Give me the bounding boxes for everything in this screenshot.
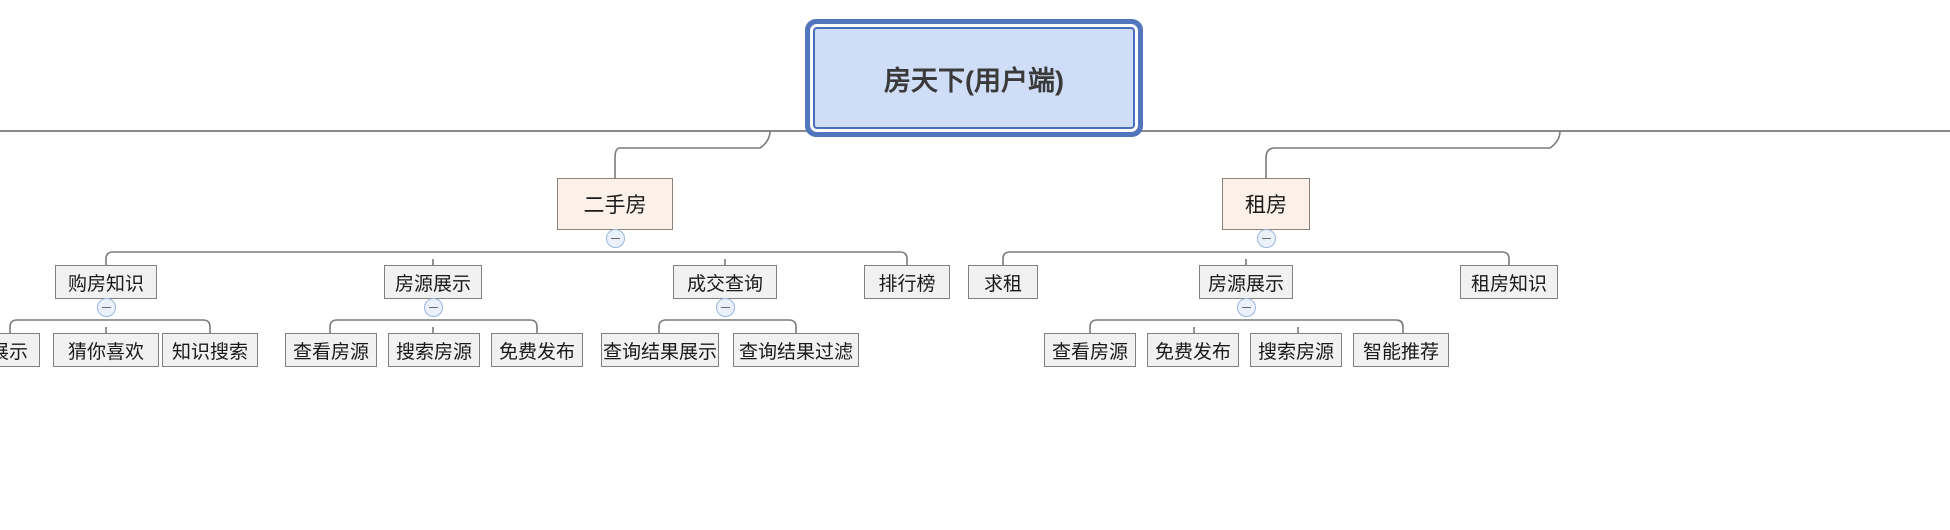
n-chaxunjieguoguolv[interactable]: 查询结果过滤 xyxy=(733,333,859,367)
n-chengjiaochaxun[interactable]: 成交查询 xyxy=(673,265,777,299)
n-qiuzu[interactable]: 求租 xyxy=(968,265,1038,299)
n-mianfeifabu-2[interactable]: 免费发布 xyxy=(1147,333,1239,367)
n-chakanfangyuan-2[interactable]: 查看房源 xyxy=(1044,333,1136,367)
n-ershoufang[interactable]: 二手房 xyxy=(557,178,673,230)
n-chaxunjieguoguolv-label: 查询结果过滤 xyxy=(738,341,853,363)
minus-circle-icon xyxy=(720,306,730,309)
n-chaxunjieguozhanshi[interactable]: 查询结果展示 xyxy=(601,333,719,367)
n-fangyuanzhanshi-1[interactable]: 房源展示 xyxy=(384,265,482,299)
n-zhishisousuo-label: 知识搜索 xyxy=(171,341,248,363)
n-zufang-label: 租房 xyxy=(1245,194,1287,217)
minus-circle-icon xyxy=(1241,306,1251,309)
n-zhanshi-label: 展示 xyxy=(0,341,28,363)
n-zhanshi[interactable]: 展示 xyxy=(0,333,40,367)
n-chengjiaochaxun-collapse-toggle[interactable] xyxy=(715,298,735,317)
n-mianfeifabu-1-label: 免费发布 xyxy=(498,341,575,363)
n-paihangbang[interactable]: 排行榜 xyxy=(864,265,950,299)
n-paihangbang-label: 排行榜 xyxy=(878,273,936,295)
n-chakanfangyuan-1-label: 查看房源 xyxy=(292,341,369,363)
n-qiuzu-label: 求租 xyxy=(983,273,1022,295)
n-fangyuanzhanshi-2[interactable]: 房源展示 xyxy=(1199,265,1293,299)
n-cainixihuan[interactable]: 猜你喜欢 xyxy=(53,333,159,367)
n-zhinengtuijian-label: 智能推荐 xyxy=(1362,341,1439,363)
n-sousuofangyuan-1-label: 搜索房源 xyxy=(395,341,472,363)
n-chaxunjieguozhanshi-label: 查询结果展示 xyxy=(602,341,717,363)
n-fangyuanzhanshi-1-label: 房源展示 xyxy=(394,273,471,295)
n-fangyuanzhanshi-1-collapse-toggle[interactable] xyxy=(423,298,443,317)
minus-circle-icon xyxy=(1261,237,1271,240)
minus-circle-icon xyxy=(610,237,620,240)
n-goufangzhishi-collapse-toggle[interactable] xyxy=(96,298,116,317)
n-chengjiaochaxun-label: 成交查询 xyxy=(686,273,763,295)
n-zufang-collapse-toggle[interactable] xyxy=(1256,229,1276,248)
minus-circle-icon xyxy=(428,306,438,309)
n-sousuofangyuan-2[interactable]: 搜索房源 xyxy=(1250,333,1342,367)
n-ershoufang-label: 二手房 xyxy=(583,194,647,217)
n-zhishisousuo[interactable]: 知识搜索 xyxy=(162,333,258,367)
n-zufangzhishi-label: 租房知识 xyxy=(1470,273,1547,295)
n-cainixihuan-label: 猜你喜欢 xyxy=(67,341,144,363)
n-goufangzhishi[interactable]: 购房知识 xyxy=(55,265,157,299)
n-zufang[interactable]: 租房 xyxy=(1222,178,1310,230)
n-chakanfangyuan-1[interactable]: 查看房源 xyxy=(285,333,377,367)
root-node-fangtianxia[interactable]: 房天下(用户端) xyxy=(813,27,1135,129)
n-sousuofangyuan-1[interactable]: 搜索房源 xyxy=(388,333,480,367)
root-node-label: 房天下(用户端) xyxy=(884,65,1064,96)
n-zhinengtuijian[interactable]: 智能推荐 xyxy=(1353,333,1449,367)
n-ershoufang-collapse-toggle[interactable] xyxy=(605,229,625,248)
minus-circle-icon xyxy=(101,306,111,309)
n-mianfeifabu-1[interactable]: 免费发布 xyxy=(491,333,583,367)
n-mianfeifabu-2-label: 免费发布 xyxy=(1154,341,1231,363)
n-fangyuanzhanshi-2-label: 房源展示 xyxy=(1207,273,1284,295)
n-chakanfangyuan-2-label: 查看房源 xyxy=(1051,341,1128,363)
n-zufangzhishi[interactable]: 租房知识 xyxy=(1460,265,1558,299)
n-sousuofangyuan-2-label: 搜索房源 xyxy=(1257,341,1334,363)
n-fangyuanzhanshi-2-collapse-toggle[interactable] xyxy=(1236,298,1256,317)
n-goufangzhishi-label: 购房知识 xyxy=(67,273,144,295)
